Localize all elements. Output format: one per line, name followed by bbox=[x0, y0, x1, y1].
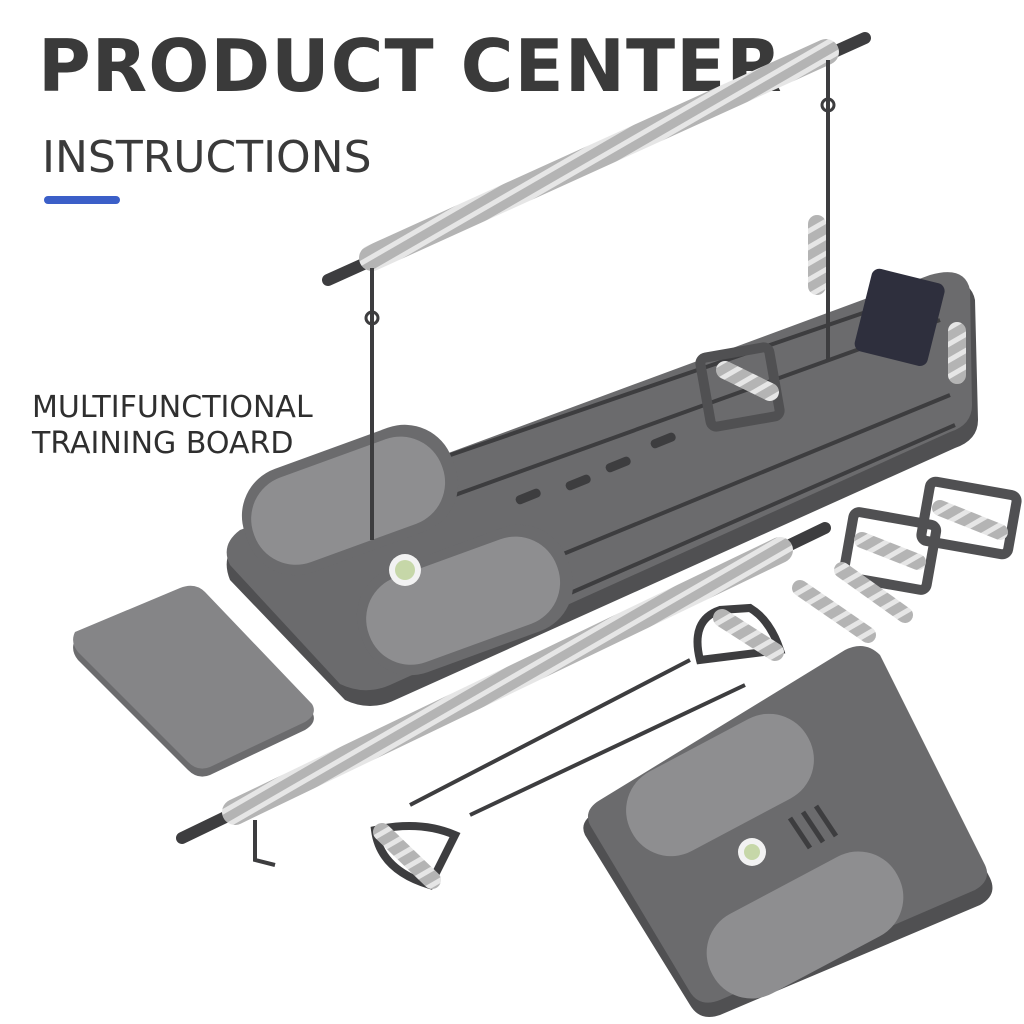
accent-underline bbox=[44, 196, 120, 204]
page-title: PRODUCT CENTER bbox=[38, 24, 783, 108]
product-label-line2: TRAINING BOARD bbox=[32, 426, 294, 461]
resistance-bands-icon bbox=[370, 603, 786, 890]
pull-bar-loose-icon bbox=[176, 522, 831, 867]
phone-holder-icon bbox=[808, 215, 966, 384]
product-label: MULTIFUNCTIONAL TRAINING BOARD bbox=[32, 390, 313, 462]
push-up-handles-icon bbox=[792, 476, 1022, 643]
product-label-line1: MULTIFUNCTIONAL bbox=[32, 390, 313, 425]
pull-bar-icon bbox=[322, 32, 871, 540]
knee-pad-icon bbox=[73, 585, 314, 777]
folded-board-icon bbox=[583, 646, 993, 1018]
board-handle-icon bbox=[695, 342, 785, 432]
page-subtitle: INSTRUCTIONS bbox=[42, 132, 372, 183]
foot-pedals-icon bbox=[241, 424, 574, 676]
